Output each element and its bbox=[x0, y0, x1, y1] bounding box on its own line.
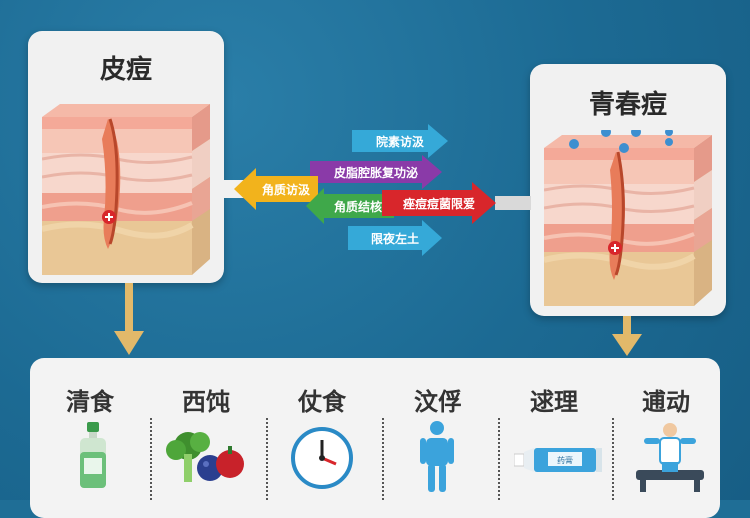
separator bbox=[498, 418, 500, 500]
arrow-label-3: 角质访汲 bbox=[261, 182, 310, 197]
skin-cross-section-left bbox=[42, 99, 210, 275]
arrow-keratin-nodule: 角质结核 bbox=[306, 188, 394, 224]
arrow-sebum-secretion: 院素访汲 bbox=[352, 124, 448, 158]
category-treatment: 逑理 bbox=[530, 388, 578, 416]
ointment-tube-icon: 药膏 bbox=[513, 446, 604, 478]
separator bbox=[150, 418, 152, 500]
vegetables-icon bbox=[166, 428, 248, 492]
category-mood: 汶俘 bbox=[414, 388, 462, 416]
arrow-acne-bacteria: 痤痘痘菌限爱 bbox=[382, 182, 496, 224]
arrow-label-6: 限夜左土 bbox=[370, 231, 419, 246]
down-arrow-right bbox=[612, 316, 642, 360]
card-acne: 青春痘 bbox=[530, 64, 726, 316]
separator bbox=[266, 418, 268, 500]
skin-cross-section-right bbox=[544, 130, 712, 306]
category-exercise: 逋动 bbox=[642, 388, 690, 416]
exercise-icon bbox=[630, 420, 710, 496]
care-tips-panel bbox=[30, 358, 720, 518]
category-diet: 西饨 bbox=[182, 388, 230, 416]
arrow-keratin-secretion: 角质访汲 bbox=[234, 168, 318, 210]
separator bbox=[612, 418, 614, 500]
bottle-icon bbox=[78, 422, 108, 492]
category-cleanse: 清食 bbox=[66, 388, 114, 416]
arrow-label-5: 痤痘痘菌限爱 bbox=[402, 196, 475, 211]
arrow-label-2: 皮脂腔胀复功泌 bbox=[333, 165, 418, 180]
arrow-label-1: 院素访汲 bbox=[375, 134, 424, 149]
card-title-right: 青春痘 bbox=[588, 90, 667, 120]
category-schedule: 仗食 bbox=[298, 388, 346, 416]
person-icon bbox=[420, 420, 454, 496]
separator bbox=[382, 418, 384, 500]
card-title-left: 皮痘 bbox=[99, 55, 152, 85]
tube-label: 药膏 bbox=[557, 455, 573, 465]
arrow-inflammation: 限夜左土 bbox=[348, 220, 442, 256]
connector-right bbox=[495, 196, 531, 210]
arrow-label-4: 角质结核 bbox=[333, 199, 382, 214]
down-arrow-left bbox=[114, 283, 144, 359]
arrow-sebaceous-gland: 皮脂腔胀复功泌 bbox=[310, 155, 442, 189]
card-whitehead: 皮痘 bbox=[28, 31, 224, 283]
clock-icon bbox=[290, 426, 354, 494]
